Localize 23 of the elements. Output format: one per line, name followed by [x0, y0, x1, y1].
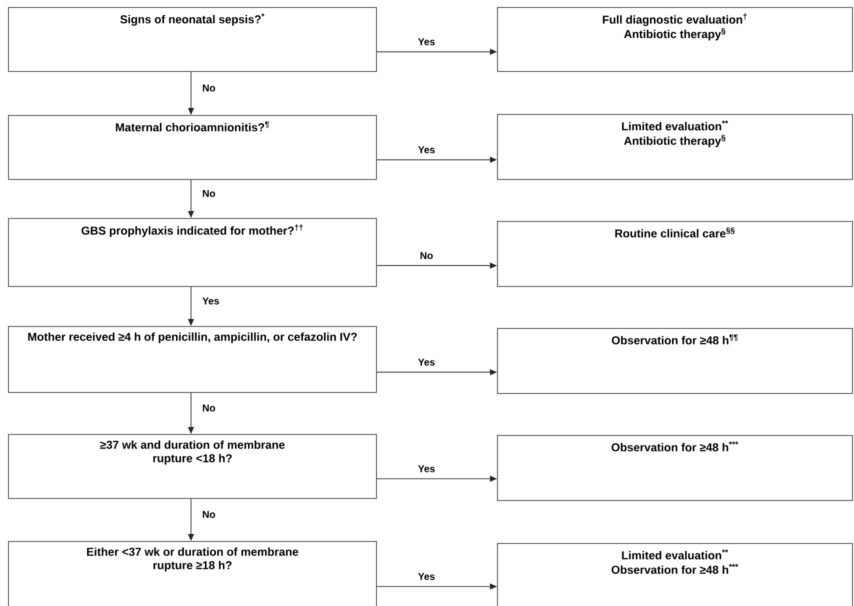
process-box: Either <37 wk or duration of membrane rupture ≥18 h?	[8, 540, 377, 606]
process-box: ≥37 wk and duration of membrane rupture <18 h?	[8, 434, 377, 499]
edge-label: Yes	[416, 464, 436, 474]
process-box: Observation for ≥48 h$^{¶¶}$	[497, 328, 853, 394]
process-box: Limited evaluation$^{**}$ Antibiotic therapy$^{§}$	[497, 114, 853, 180]
process-box: Mother received ≥4 h of penicillin, ampicillin, or cefazolin IV?	[8, 326, 377, 393]
process-box: Routine clinical care$^{§§}$	[497, 221, 853, 287]
edge-label: Yes	[416, 37, 436, 46]
edge-label: Yes	[416, 358, 436, 367]
process-box: Limited evaluation$^{**}$ Observation for ≥48 h$^{***}$	[497, 542, 853, 606]
process-box: Observation for ≥48 h$^{***}$	[497, 434, 853, 501]
edge-label: No	[201, 84, 216, 92]
edge-label: Yes	[201, 296, 220, 306]
edge-label: Yes	[416, 572, 436, 581]
edge-label: No	[418, 251, 434, 260]
process-box: Maternal chorioamnionitis?$^{¶}$	[8, 114, 377, 180]
process-box: Full diagnostic evaluation$^{†}$ Antibiotic therapy$^{§}$	[497, 6, 853, 72]
process-box: Signs of neonatal sepsis?$^{*}$	[8, 6, 377, 72]
edge-label: No	[201, 510, 216, 519]
edge-label: No	[201, 189, 216, 198]
process-box: GBS prophylaxis indicated for mother?$^{††}$	[8, 218, 377, 287]
edge-label: No	[201, 404, 216, 412]
edge-label: Yes	[416, 145, 436, 154]
